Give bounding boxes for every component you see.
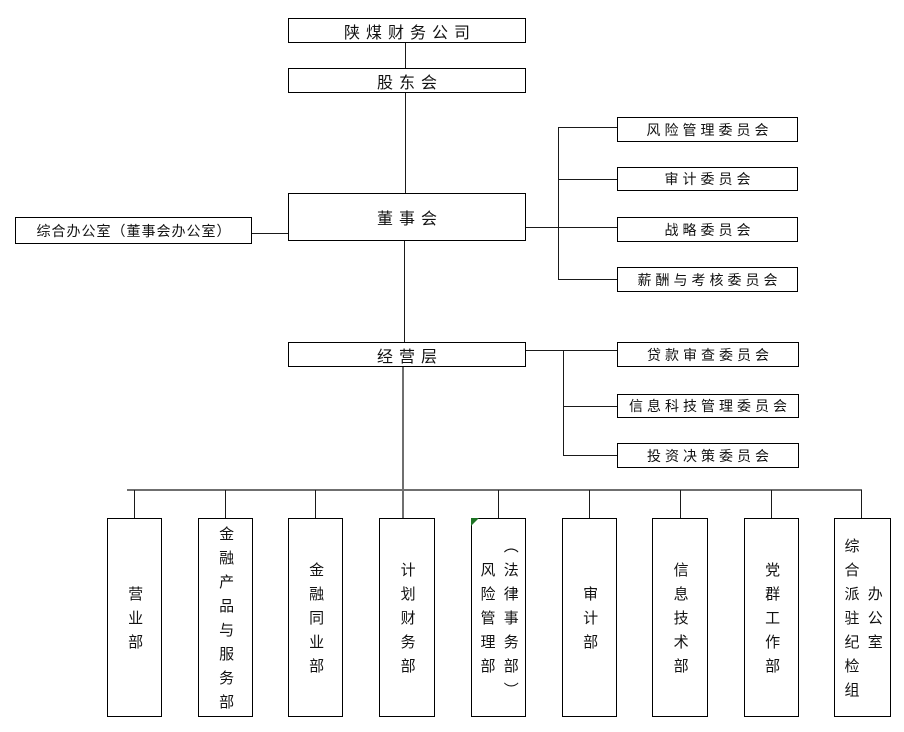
node-committee-it-management: 信息科技管理委员会 <box>617 394 799 418</box>
connector-stub-it-management <box>563 406 617 407</box>
node-board-office: 综合办公室（董事会办公室） <box>15 217 252 244</box>
connector-stub-investment-decision <box>563 455 617 456</box>
connector-company-shareholders <box>405 43 406 68</box>
committee-label: 战略委员会 <box>664 221 755 238</box>
connector-stub-audit-committee <box>558 179 617 180</box>
node-board-label: 董事会 <box>376 211 443 228</box>
node-company: 陕煤财务公司 <box>288 18 526 43</box>
dept-label: 综合派驻纪检组 <box>842 538 860 706</box>
connector-stub-dept-products <box>225 490 226 518</box>
dept-label: 计划财务部 <box>398 562 416 682</box>
committee-label: 投资决策委员会 <box>647 447 773 464</box>
node-committee-remuneration: 薪酬与考核委员会 <box>617 267 798 292</box>
connector-stub-dept-interbank <box>315 490 316 518</box>
connector-departments-distribution <box>127 489 862 491</box>
connector-stub-dept-office <box>861 490 862 518</box>
node-shareholders: 股东会 <box>288 68 526 93</box>
node-dept-party-mass-work: 党群工作部 <box>744 518 799 717</box>
dept-label: 营业部 <box>126 586 144 658</box>
node-management: 经营层 <box>288 342 526 367</box>
node-shareholders-label: 股东会 <box>376 74 443 92</box>
node-dept-information-technology: 信息技术部 <box>652 518 708 717</box>
node-dept-business: 营业部 <box>107 518 162 717</box>
connector-stub-dept-party <box>771 490 772 518</box>
committee-label: 审计委员会 <box>664 171 755 187</box>
node-dept-financial-interbank: 金融同业部 <box>288 518 343 717</box>
node-dept-financial-products-services: 金融产品与服务部 <box>198 518 253 718</box>
connector-management-committees-vertical <box>563 350 564 456</box>
connector-stub-risk-management <box>558 127 617 128</box>
dept-label: 审计部 <box>581 586 599 658</box>
connector-board-office <box>252 233 288 234</box>
dept-sublabel: 办公室 <box>865 586 883 658</box>
node-committee-risk-management: 风险管理委员会 <box>617 117 798 142</box>
node-dept-audit: 审计部 <box>562 518 617 717</box>
connector-board-committees-main <box>526 227 617 228</box>
connector-stub-dept-risk <box>498 490 499 518</box>
node-dept-planning-finance: 计划财务部 <box>379 518 435 717</box>
node-dept-risk-management-legal: 风险管理部 （法律事务部） <box>471 518 526 717</box>
committee-label: 风险管理委员会 <box>646 121 773 138</box>
connector-management-departments-trunk <box>402 367 404 518</box>
node-board: 董事会 <box>288 193 526 241</box>
committee-label: 贷款审查委员会 <box>647 346 773 363</box>
committee-label: 信息科技管理委员会 <box>629 398 791 414</box>
node-company-label: 陕煤财务公司 <box>343 24 476 42</box>
connector-management-committees-main <box>526 350 617 351</box>
connector-board-committees-vertical <box>558 127 559 280</box>
node-dept-office-discipline-inspection: 综合派驻纪检组 办公室 <box>834 518 891 717</box>
dept-label: 党群工作部 <box>763 562 781 682</box>
node-committee-loan-review: 贷款审查委员会 <box>617 342 799 367</box>
dept-label: 金融产品与服务部 <box>217 526 235 718</box>
node-management-label: 经营层 <box>376 348 443 366</box>
connector-stub-remuneration <box>558 279 617 280</box>
connector-board-management <box>404 241 405 342</box>
committee-label: 薪酬与考核委员会 <box>637 271 782 288</box>
connector-stub-dept-business <box>134 490 135 518</box>
connector-shareholders-board <box>405 93 406 193</box>
node-committee-investment-decision: 投资决策委员会 <box>617 443 799 468</box>
connector-stub-dept-audit <box>589 490 590 518</box>
green-corner-marker <box>471 518 479 526</box>
dept-sublabel: （法律事务部） <box>501 538 519 706</box>
dept-label: 信息技术部 <box>671 562 689 682</box>
node-committee-strategy: 战略委员会 <box>617 217 798 242</box>
node-committee-audit: 审计委员会 <box>617 167 798 191</box>
connector-stub-dept-it <box>680 490 681 518</box>
node-board-office-label: 综合办公室（董事会办公室） <box>36 222 232 239</box>
dept-label: 风险管理部 <box>478 562 496 682</box>
dept-label: 金融同业部 <box>307 562 325 682</box>
